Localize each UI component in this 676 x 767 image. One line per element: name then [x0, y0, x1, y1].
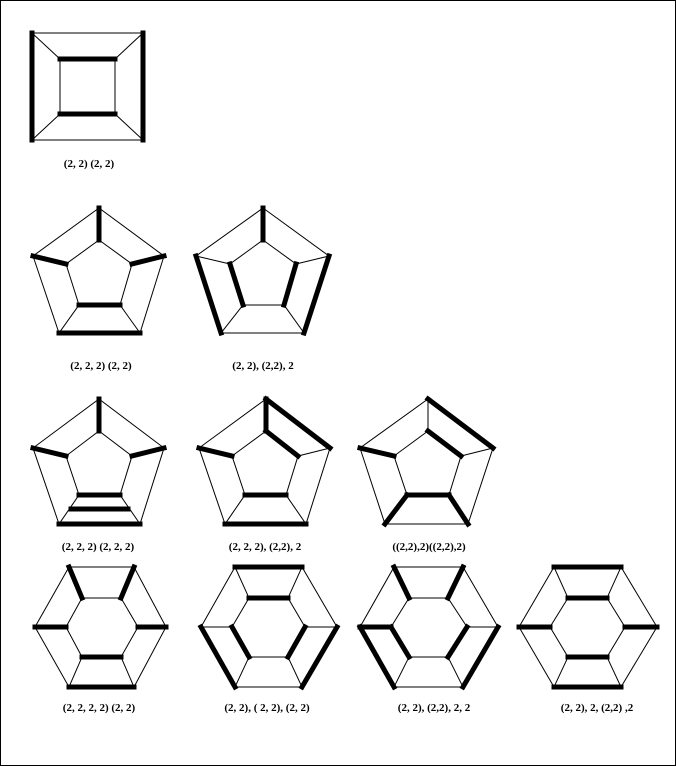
spoke — [606, 656, 622, 688]
thick-edge — [390, 563, 413, 602]
thick-edge — [445, 491, 472, 528]
graph-hexagonal-prism-a — [32, 563, 169, 690]
inner-pentagon — [229, 239, 297, 306]
spoke — [606, 566, 622, 599]
thick-edge — [65, 563, 86, 602]
figure-label: (2, 2), ( 2, 2), (2, 2) — [224, 702, 310, 714]
figure-label: (2, 2) (2, 2) — [64, 158, 115, 170]
graph-square-prism — [29, 30, 146, 143]
spoke — [58, 304, 80, 334]
spoke — [285, 494, 307, 525]
spoke — [297, 447, 331, 457]
spoke — [234, 656, 250, 688]
inner-square — [59, 58, 116, 115]
graph-pentagonal-prism-e — [356, 395, 497, 528]
figure-label: (2, 2, 2), (2,2), 2 — [229, 541, 302, 553]
spoke — [68, 656, 83, 688]
inner-pentagon — [65, 239, 133, 306]
thick-edge — [444, 623, 471, 661]
inner-pentagon — [65, 430, 133, 496]
spoke — [553, 656, 569, 688]
thick-edge — [128, 444, 168, 460]
graph-pentagonal-prism-a — [29, 205, 168, 336]
spoke — [393, 656, 410, 688]
thick-edge — [356, 444, 398, 460]
thick-edge — [356, 623, 398, 691]
figure-label: (2, 2), (2,2), 2, 2 — [398, 702, 471, 714]
thick-edge — [226, 260, 247, 309]
outer-pentagon — [195, 207, 330, 334]
graph-hexagonal-prism-c — [356, 563, 502, 691]
thick-edge — [298, 623, 341, 691]
thick-edge — [284, 623, 309, 661]
thick-edge — [262, 427, 302, 460]
thick-edge — [424, 395, 497, 452]
inner-hexagon — [549, 597, 626, 658]
figure-label: ((2,2),2)((2,2),2) — [392, 541, 466, 553]
graph-hexagonal-prism-d — [516, 564, 660, 690]
inner-hexagon — [65, 597, 139, 658]
spoke — [220, 304, 244, 334]
thick-edge — [197, 623, 239, 691]
spoke — [295, 255, 330, 265]
thick-edge — [381, 491, 411, 528]
thick-edge — [459, 623, 502, 691]
spoke — [195, 255, 231, 265]
spoke — [234, 566, 250, 599]
thick-edge — [195, 444, 236, 460]
outer-pentagon — [359, 398, 494, 525]
figure-label: (2, 2, 2) (2, 2, 2) — [62, 541, 135, 553]
spoke — [31, 113, 61, 141]
figure-label: (2, 2, 2, 2) (2, 2) — [63, 702, 136, 714]
thick-edge — [424, 427, 465, 460]
spoke — [553, 566, 569, 599]
graph-pentagonal-prism-c — [29, 396, 168, 527]
spoke — [287, 656, 303, 688]
figure-label: (2, 2), (2,2), 2 — [232, 360, 294, 372]
spoke — [224, 494, 246, 525]
thick-edge — [300, 252, 333, 337]
graph-hexagonal-prism-b — [197, 564, 341, 691]
thick-edge — [387, 623, 413, 661]
thick-edge — [280, 260, 300, 309]
spoke — [120, 656, 135, 688]
spoke — [114, 113, 144, 141]
thick-edge — [192, 252, 225, 337]
thick-edge — [117, 563, 138, 602]
inner-pentagon — [393, 430, 462, 496]
thick-edge — [128, 252, 168, 268]
spoke — [31, 32, 61, 60]
graph-pentagonal-prism-b — [192, 205, 333, 337]
thick-edge — [228, 623, 253, 661]
thick-edge — [444, 563, 467, 602]
thick-edge — [29, 444, 70, 460]
thick-edge — [262, 395, 334, 452]
spoke — [283, 304, 305, 334]
spoke — [447, 656, 464, 688]
thick-edge — [29, 252, 70, 268]
spoke — [119, 304, 141, 334]
spoke — [287, 566, 303, 599]
figure-label: (2, 2, 2) (2, 2) — [70, 360, 132, 372]
inner-pentagon — [231, 430, 299, 496]
graph-pentagonal-prism-d — [195, 395, 334, 527]
spoke — [114, 32, 144, 60]
spoke — [460, 447, 494, 457]
figure-label: (2, 2), 2, (2,2) ,2 — [561, 702, 634, 714]
